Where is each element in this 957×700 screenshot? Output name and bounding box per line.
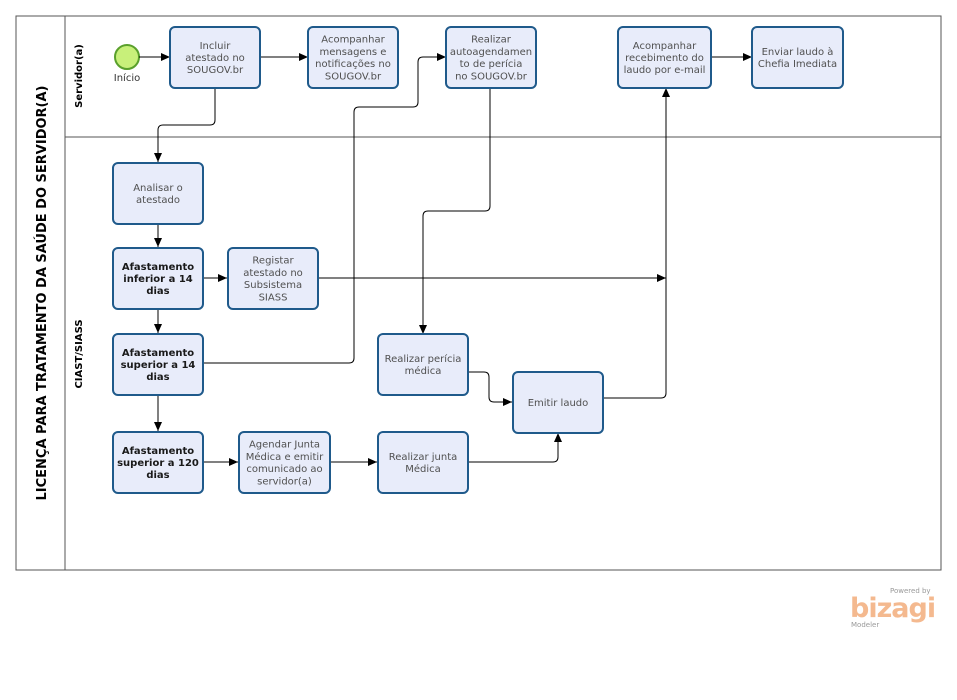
task-label-line: Médica e emitir: [246, 451, 324, 463]
task-box: [227, 247, 319, 310]
flow-incluir-analisar: [154, 88, 216, 162]
task-label-line: no SOUGOV.br: [455, 71, 528, 82]
task-label-line: Subsistema: [244, 280, 302, 291]
task-box: [169, 26, 261, 89]
task-label-line: inferior a 14: [123, 274, 193, 285]
task-box: [112, 333, 204, 396]
task-label-line: Chefia Imediata: [758, 59, 837, 70]
task-emitir[interactable]: Emitir laudo: [512, 371, 604, 434]
task-box: [445, 26, 537, 89]
task-box: [112, 431, 204, 494]
task-label-line: atestado no: [243, 268, 303, 279]
task-label-line: servidor(a): [257, 476, 312, 487]
start-event[interactable]: Início: [114, 44, 140, 84]
task-label-line: notificações no: [315, 59, 391, 70]
pool-title: LICENÇA PARA TRATAMENTO DA SAÚDE DO SERV…: [34, 85, 50, 500]
flow-emitir-acompanharlaudo: [603, 88, 670, 399]
lane-label-ciast: CIAST/SIASS: [74, 319, 85, 388]
task-label-line: Realizar perícia: [385, 353, 462, 365]
task-box: [238, 431, 331, 494]
task-label-line: dias: [146, 470, 169, 481]
start-event-label: Início: [114, 72, 140, 84]
task-label-line: médica: [405, 365, 442, 377]
task-label-line: comunicado ao: [246, 464, 322, 475]
task-label-line: superior a 120: [117, 458, 199, 469]
task-label-line: Acompanhar: [321, 35, 385, 46]
task-label-line: recebimento do: [625, 53, 704, 64]
lane-label-servidor: Servidor(a): [74, 44, 85, 108]
task-label-line: SIASS: [259, 292, 288, 303]
watermark-sub: Modeler: [851, 621, 880, 629]
flow-realizarauto-pericia: [419, 88, 491, 334]
bizagi-watermark: Powered by bizagi Modeler: [850, 587, 940, 632]
task-box: [307, 26, 399, 89]
task-label-line: Médica: [405, 463, 441, 475]
task-label-line: mensagens e: [320, 47, 387, 58]
flow-afast14sup-realizarauto: [203, 53, 446, 364]
flow-junta-emitir: [468, 433, 562, 463]
task-label-line: atestado: [136, 195, 180, 206]
task-box: [377, 431, 469, 494]
task-label-line: Realizar junta: [389, 452, 458, 463]
task-label-line: Afastamento: [122, 348, 194, 359]
task-label-line: Acompanhar: [633, 41, 697, 52]
task-label-line: superior a 14: [121, 360, 196, 371]
sequence-flows: [139, 53, 752, 466]
task-label-line: Incluir: [200, 41, 232, 52]
task-label-line: Analisar o: [133, 183, 183, 194]
task-box: [617, 26, 712, 89]
task-box: [512, 371, 604, 434]
task-label-line: atestado no: [185, 53, 245, 64]
task-label-line: laudo por e-mail: [624, 65, 706, 76]
task-box: [112, 162, 204, 225]
task-label-line: Agendar Junta: [249, 440, 320, 451]
task-label-line: autoagendamen: [450, 47, 532, 58]
bizagi-logo: bizagi: [850, 593, 936, 624]
task-label-line: Afastamento: [122, 446, 194, 457]
task-label-line: Afastamento: [122, 262, 194, 273]
task-label-line: to de perícia: [460, 58, 523, 70]
task-label-line: Enviar laudo à: [762, 46, 834, 58]
task-label-line: SOUGOV.br: [325, 71, 382, 82]
watermark-powered: Powered by: [890, 587, 931, 595]
task-box: [377, 333, 469, 396]
task-label-line: Registar: [252, 256, 294, 267]
task-label-line: dias: [146, 286, 169, 297]
task-box: [112, 247, 204, 310]
task-label-line: Emitir laudo: [528, 398, 589, 409]
task-box: [751, 26, 844, 89]
flow-pericia-emitir: [468, 371, 512, 406]
task-label-line: dias: [146, 372, 169, 383]
task-label-line: Realizar: [471, 35, 512, 46]
task-label-line: SOUGOV.br: [187, 65, 244, 76]
start-event-icon: [114, 44, 140, 70]
